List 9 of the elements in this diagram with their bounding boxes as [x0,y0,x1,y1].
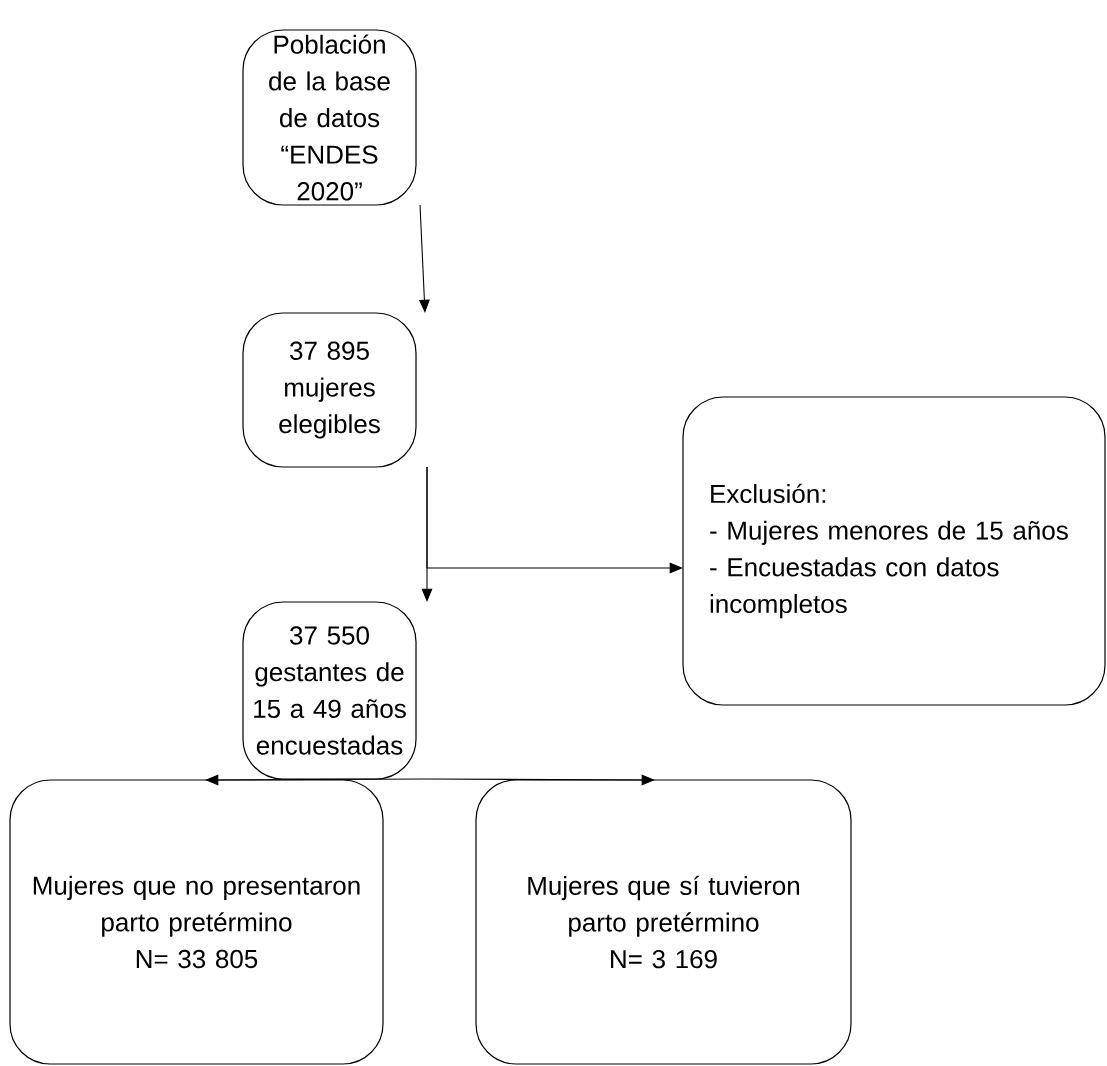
process-box: Mujeres que sí tuvieron parto pretérmino N= 3 169 [475,779,852,1065]
arrow [426,774,655,786]
arrow [426,466,683,574]
process-box: Población de la base de datos “ENDES 2020” [242,29,417,206]
arrow [205,774,428,786]
process-box: 37 550 gestantes de 15 a 49 años encuestadas [242,601,417,780]
process-box: Mujeres que no presentaron parto pretérmino N= 33 805 [9,779,384,1065]
process-box: Exclusión: - Mujeres menores de 15 años - Encuestadas con datos incompletos [682,396,1106,706]
process-box: 37 895 mujeres elegibles [242,312,417,468]
